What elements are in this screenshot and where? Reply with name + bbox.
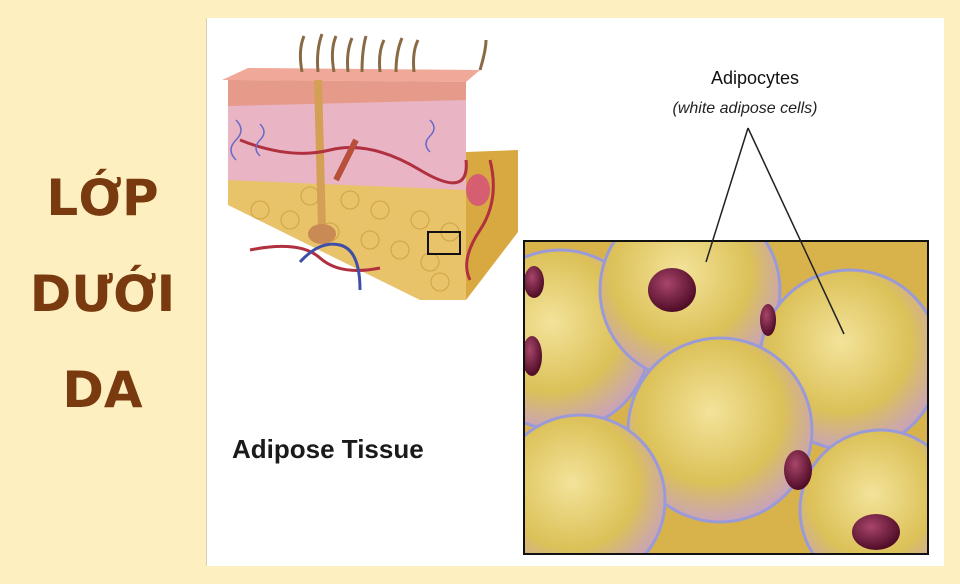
adipocytes-label: Adipocytes xyxy=(710,68,800,88)
sweat-gland xyxy=(466,174,490,206)
cell-nucleus xyxy=(760,304,776,336)
cell-nucleus xyxy=(524,336,542,376)
hair-bulb xyxy=(308,224,336,244)
side-title-line-2: DƯỚI xyxy=(29,265,176,323)
blood-vessels xyxy=(239,138,495,291)
nerves xyxy=(230,119,435,161)
adipocyte-cell xyxy=(524,413,667,554)
side-title-line-1: LỚP xyxy=(46,169,159,227)
adipose-tissue-label: Adipose Tissue xyxy=(232,434,424,464)
skin-top-surface xyxy=(222,68,480,82)
cell-nucleus xyxy=(784,450,812,490)
hair-strands xyxy=(298,33,488,73)
side-title: LỚP DƯỚI DA xyxy=(0,150,205,438)
hair-follicle xyxy=(314,79,326,231)
cell-nucleus xyxy=(648,268,696,312)
adipocytes-sublabel: (white adipose cells) xyxy=(672,100,818,117)
epidermis-layer xyxy=(228,80,466,106)
zoom-panel-border xyxy=(523,240,929,555)
side-title-line-3: DA xyxy=(62,361,143,419)
skin-block-illustration xyxy=(222,33,518,300)
cell-nucleus xyxy=(852,514,900,550)
adipocyte-zoom-panel xyxy=(523,240,929,555)
adipocyte-cell xyxy=(798,428,928,554)
zoom-marker-box xyxy=(427,231,461,255)
cell-nucleus xyxy=(524,266,544,298)
arrector-pili-muscle xyxy=(333,138,359,182)
label-pointers xyxy=(705,127,845,335)
